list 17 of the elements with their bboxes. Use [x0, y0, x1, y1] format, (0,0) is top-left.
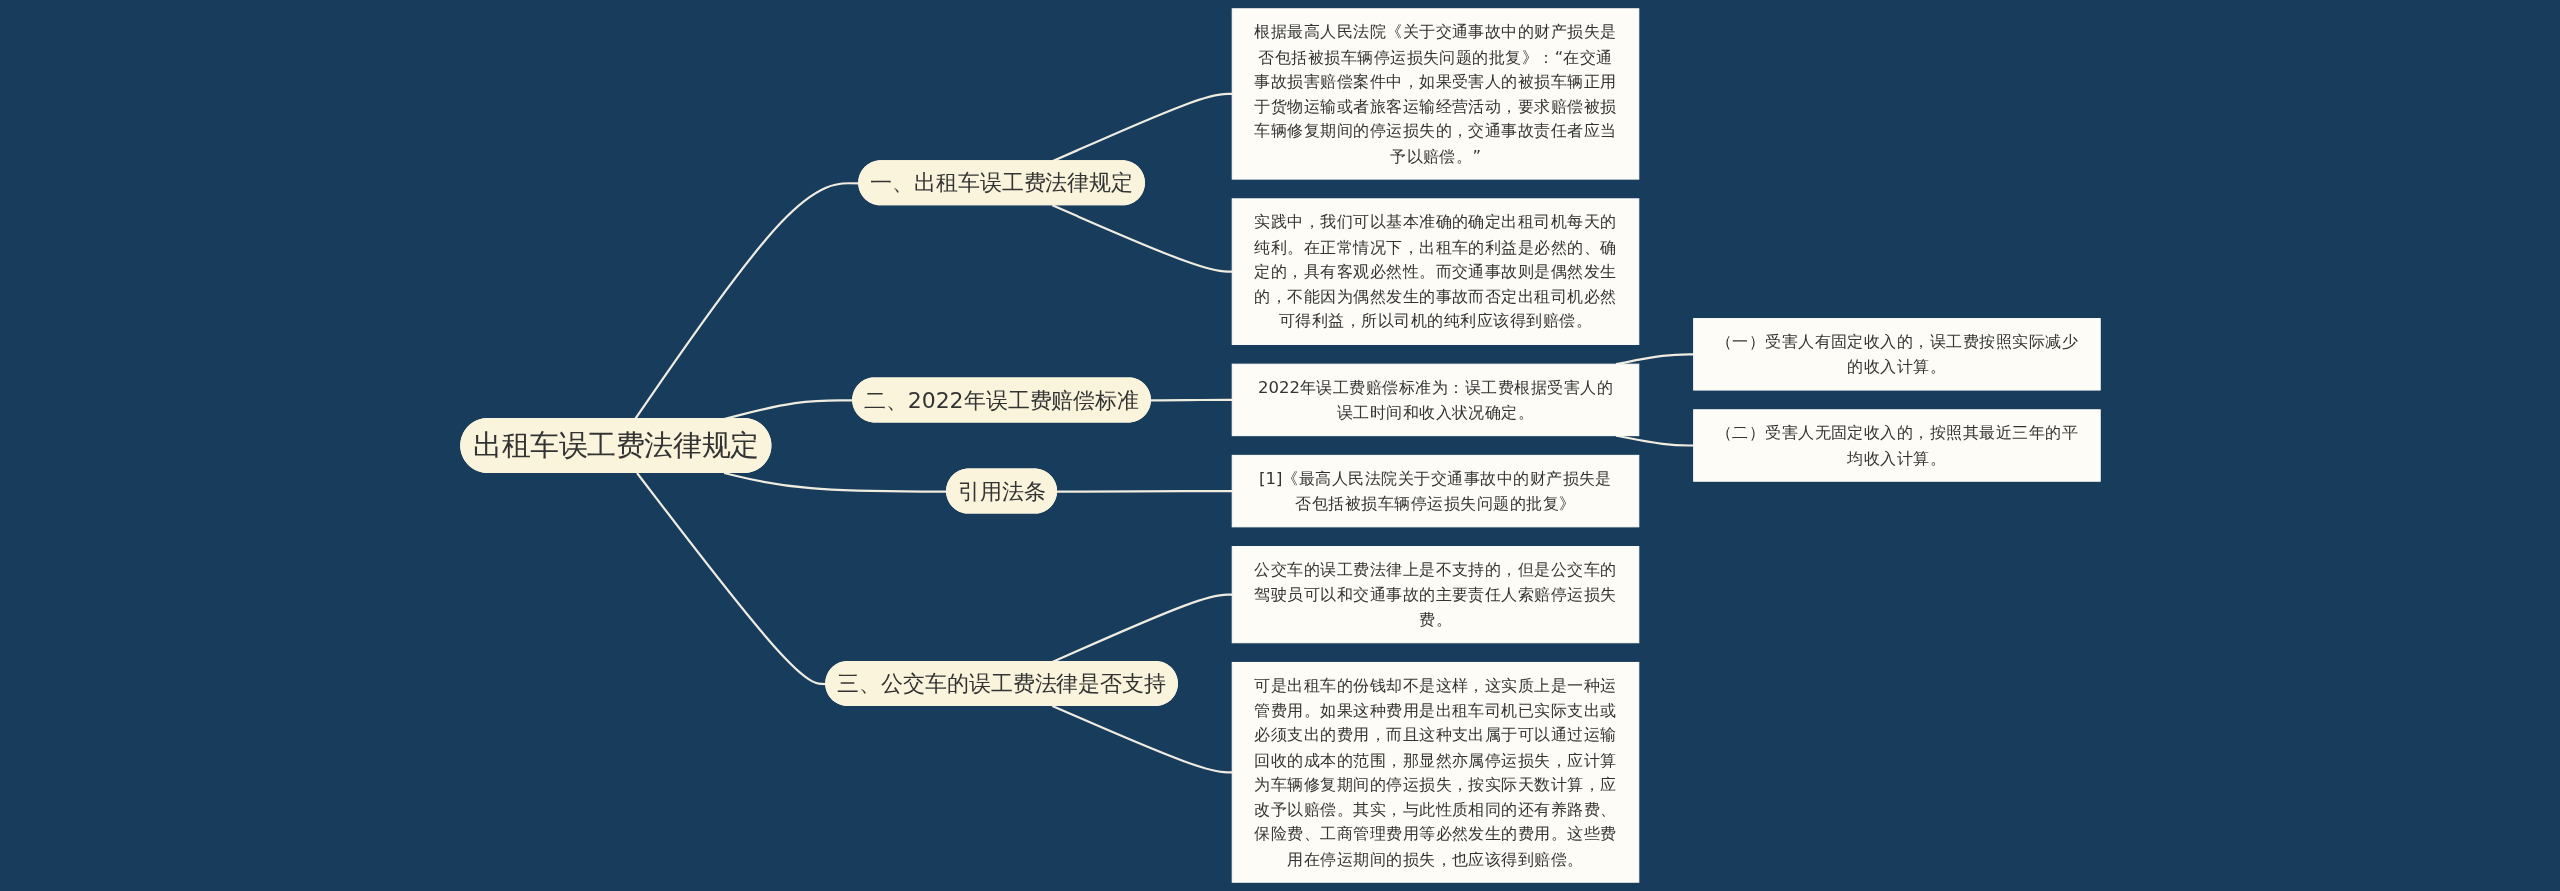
- connector: [1615, 353, 1694, 366]
- connector: [635, 472, 826, 686]
- node-box: 实践中，我们可以基本准确的确定出租司机每天的纯利。在正常情况下，出租车的利益是必然的、确定的，具有客观必然性。而交通事故则是偶然发生的，不能因为偶然发生的事故而否定出租司机必然可得利益，所以司机的纯利应该得到赔偿。: [1231, 198, 1639, 345]
- connector: [633, 182, 859, 420]
- node-box: 2022年误工费赔偿标准为：误工费根据受害人的误工时间和收入状况确定。: [1231, 363, 1639, 437]
- node-box: 根据最高人民法院《关于交通事故中的财产损失是否包括被损车辆停运损失问题的批复》：“在交通事故损害赔偿案件中，如果受害人的被损车辆正用于货物运输或者旅客运输经营活动，要求赔偿被损车辆修复期间的停运损失的，交通事故责任者应当予以赔偿。”: [1231, 8, 1639, 180]
- connector: [1615, 434, 1694, 447]
- connector: [1150, 398, 1232, 402]
- connector: [723, 471, 947, 493]
- node-box: 公交车的误工费法律上是不支持的，但是公交车的驾驶员可以和交通事故的主要责任人索赔停运损失费。: [1231, 546, 1639, 644]
- connector: [1051, 204, 1232, 273]
- node-box: （二）受害人无固定收入的，按照其最近三年的平均收入计算。: [1692, 409, 2101, 482]
- node-box: [1]《最高人民法院关于交通事故中的财产损失是否包括被损车辆停运损失问题的批复》: [1231, 454, 1639, 528]
- connector: [1056, 490, 1232, 493]
- node-box: （一）受害人有固定收入的，误工费按照实际减少的收入计算。: [1692, 318, 2101, 391]
- node-box: 可是出租车的份钱却不是这样，这实质上是一种运管费用。如果这种费用是出租车司机已实际支出或必须支出的费用，而且这种支出属于可以通过运输回收的成本的范围，那显然亦属停运损失，应计算为车辆修复期间的停运损失，按实际天数计算，应改予以赔偿。其实，与此性质相同的还有养路费、保险费、工商管理费用等必然发生的费用。这些费用在停运期间的损失，也应该得到赔偿。: [1231, 661, 1639, 883]
- connector: [1051, 705, 1232, 774]
